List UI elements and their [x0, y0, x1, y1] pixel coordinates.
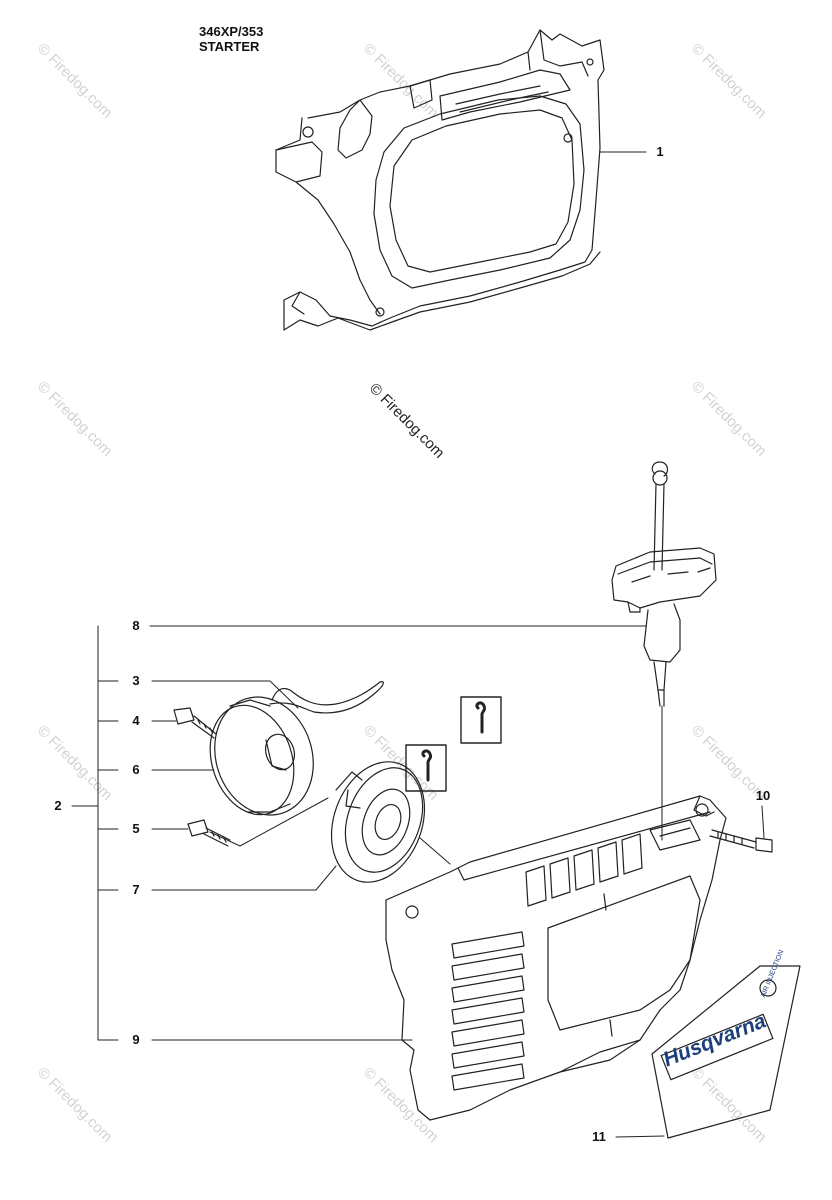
wrench-info-icon: [460, 696, 502, 744]
starter-cover-part: [385, 795, 727, 1121]
callout-number: 8: [132, 618, 140, 633]
callout-number: 1: [656, 144, 664, 159]
diagram-title-model: 346XP/353: [199, 24, 264, 39]
callout-number: 10: [755, 788, 771, 803]
callout-number: 3: [132, 673, 140, 688]
decal-part: [651, 965, 801, 1139]
callout-number: 9: [132, 1032, 140, 1047]
callout-number: 2: [54, 798, 62, 813]
callout-number: 7: [132, 882, 140, 897]
fan-housing-part: [275, 29, 605, 331]
screw-part: [173, 707, 217, 739]
leader-line: [209, 797, 329, 847]
leader-lines: [71, 151, 765, 1138]
starter-handle-part: [611, 461, 717, 841]
callout-number: 11: [592, 1129, 606, 1144]
leader-line: [151, 680, 299, 709]
spring-part: [269, 681, 384, 714]
screw-part: [187, 819, 231, 847]
callout-number: 5: [132, 821, 140, 836]
leader-line: [151, 865, 337, 891]
screw-part: [709, 829, 773, 853]
leader-line: [615, 1135, 665, 1138]
pulley-part: [209, 696, 314, 816]
leader-line: [761, 805, 765, 839]
spring-cassette-part: [330, 761, 426, 883]
leader-bracket: [97, 625, 119, 1041]
diagram-title-section: STARTER: [199, 39, 260, 54]
callout-number: 6: [132, 762, 140, 777]
wrench-info-icon: [405, 744, 447, 792]
leader-line: [419, 837, 451, 865]
leader-line: [97, 680, 119, 891]
callout-number: 4: [132, 713, 140, 728]
